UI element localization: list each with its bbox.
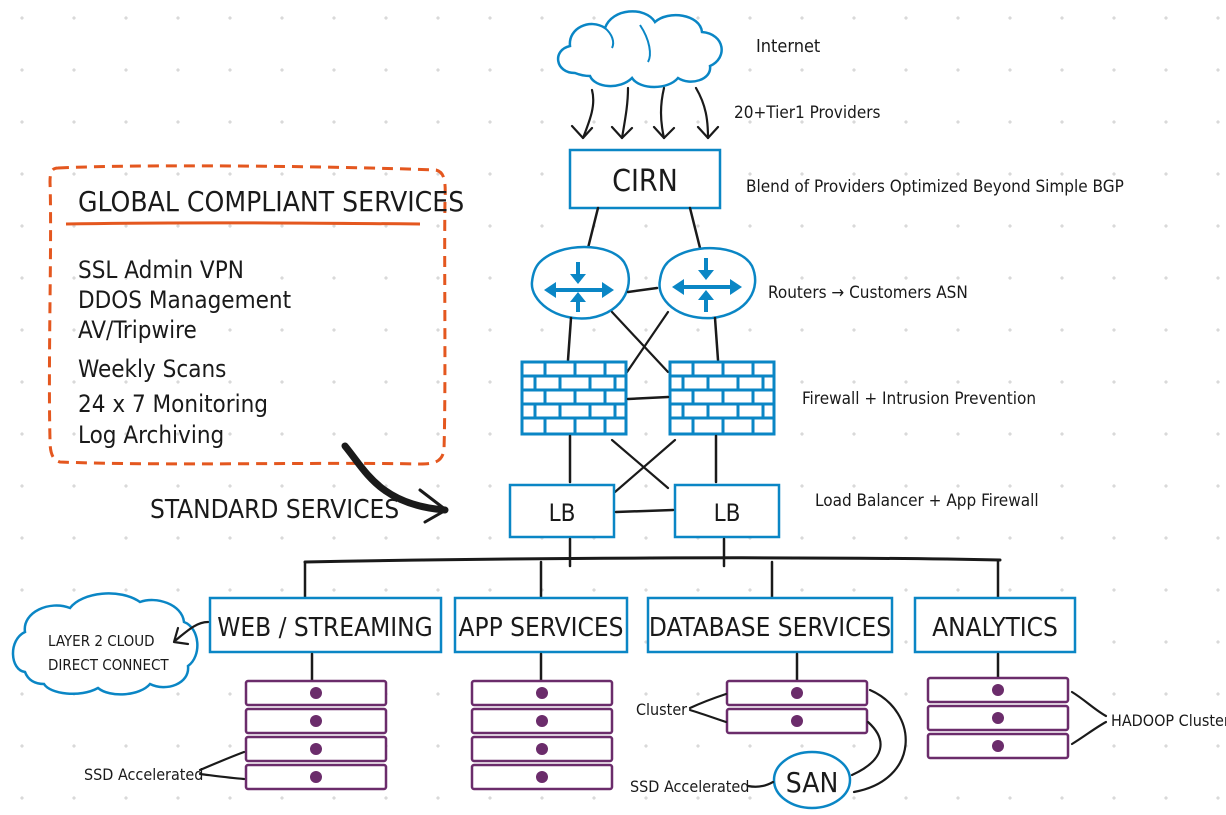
compliance-list: SSL Admin VPN DDOS Management AV/Tripwir… <box>78 256 291 449</box>
hadoop-label: HADOOP Cluster <box>1111 711 1226 730</box>
standard-services-label: STANDARD SERVICES <box>150 495 399 525</box>
load-balancer-right: LB <box>673 483 781 539</box>
router-right-icon <box>658 246 757 320</box>
service-bus <box>303 556 1002 600</box>
service-analytics: ANALYTICS <box>913 596 1077 654</box>
svg-text:ANALYTICS: ANALYTICS <box>932 613 1058 643</box>
svg-text:APP SERVICES: APP SERVICES <box>459 613 624 643</box>
cluster-label: Cluster <box>636 700 687 719</box>
compliance-title: GLOBAL COMPLIANT SERVICES <box>78 185 464 218</box>
svg-text:LB: LB <box>714 499 741 527</box>
load-balancer-left: LB <box>508 483 616 539</box>
firewall-label: Firewall + Intrusion Prevention <box>802 389 1036 409</box>
ssd-web-label: SSD Accelerated <box>84 765 203 784</box>
cloud-line1: LAYER 2 CLOUD <box>48 632 155 650</box>
lb-caption: Load Balancer + App Firewall <box>815 491 1039 511</box>
server-stack-database <box>725 679 869 735</box>
service-app: APP SERVICES <box>453 596 629 654</box>
server-stack-analytics <box>926 676 1070 760</box>
compliance-box: GLOBAL COMPLIANT SERVICES <box>47 164 464 466</box>
providers-label: 20+Tier1 Providers <box>734 103 881 123</box>
compliance-item: SSL Admin VPN <box>78 256 244 284</box>
firewall-right-icon <box>668 360 776 436</box>
svg-text:WEB / STREAMING: WEB / STREAMING <box>217 613 433 643</box>
provider-arrows <box>570 86 720 140</box>
compliance-item: Log Archiving <box>78 421 224 449</box>
compliance-item: Weekly Scans <box>78 355 226 383</box>
cloud-line2: DIRECT CONNECT <box>48 656 169 674</box>
cirn-label: CIRN <box>612 164 678 199</box>
layer2-cloud-icon: LAYER 2 CLOUD DIRECT CONNECT <box>11 592 199 696</box>
service-web-streaming: WEB / STREAMING <box>208 596 443 654</box>
ssd-db-label: SSD Accelerated <box>630 777 749 796</box>
cirn-box: CIRN <box>568 148 722 210</box>
service-database: DATABASE SERVICES <box>646 596 894 654</box>
compliance-item: DDOS Management <box>78 286 291 314</box>
blend-label: Blend of Providers Optimized Beyond Simp… <box>746 177 1124 197</box>
router-left-icon <box>530 245 631 320</box>
san-label: SAN <box>786 766 839 799</box>
svg-text:LB: LB <box>549 499 576 527</box>
svg-text:DATABASE SERVICES: DATABASE SERVICES <box>649 613 891 643</box>
compliance-item: AV/Tripwire <box>78 316 197 344</box>
server-stack-app <box>470 679 614 791</box>
internet-label: Internet <box>756 36 820 57</box>
server-stack-web <box>244 679 388 791</box>
internet-cloud-icon <box>557 10 723 89</box>
firewall-left-icon <box>520 360 628 436</box>
routers-label: Routers → Customers ASN <box>768 283 968 303</box>
san-icon: SAN <box>772 750 852 810</box>
standard-services-arrow-icon <box>341 442 449 524</box>
compliance-item: 24 x 7 Monitoring <box>78 390 268 418</box>
